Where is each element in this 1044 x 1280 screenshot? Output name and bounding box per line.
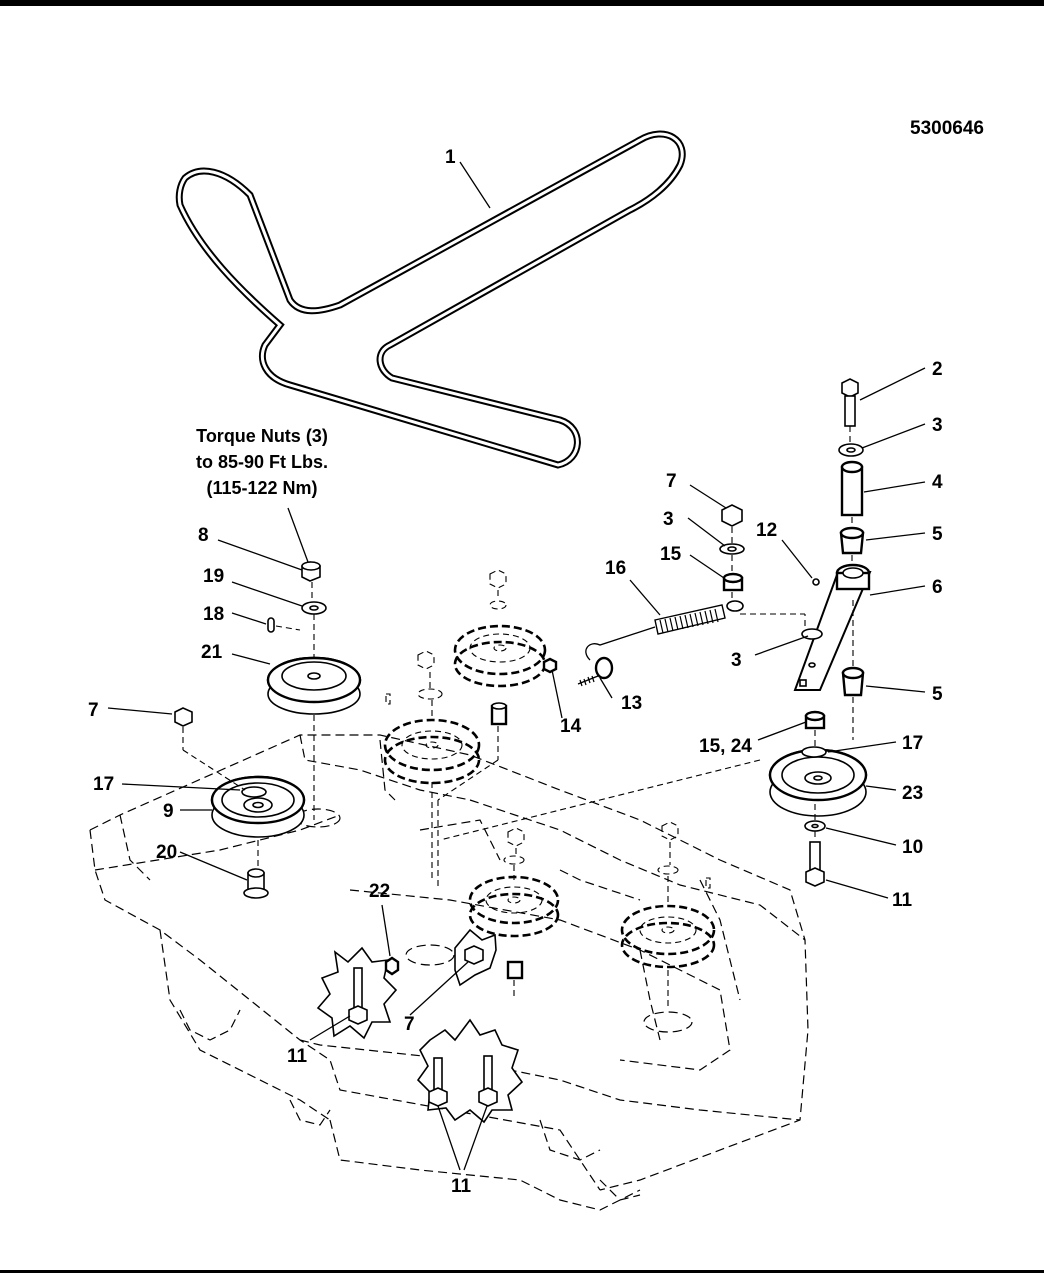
torque-note-line3: (115-122 Nm) — [206, 478, 317, 498]
bottom-border-rule — [0, 1270, 1044, 1273]
callout-16: 16 — [605, 558, 626, 579]
callout-17-right: 17 — [902, 733, 923, 754]
callout-5-lower: 5 — [932, 684, 943, 705]
center-spindles — [383, 569, 716, 1010]
callout-4: 4 — [932, 472, 943, 493]
callout-10: 10 — [902, 837, 923, 858]
left-pulley-stack — [174, 561, 362, 899]
callout-14: 14 — [560, 716, 582, 737]
callout-18: 18 — [203, 604, 224, 625]
callout-7-center: 7 — [404, 1014, 415, 1035]
callout-3: 3 — [932, 415, 943, 436]
right-idler-stack — [439, 378, 872, 887]
callout-3-spacer: 3 — [663, 509, 674, 530]
callout-1: 1 — [445, 147, 456, 168]
callout-19: 19 — [203, 566, 224, 587]
callout-3-arm: 3 — [731, 650, 742, 671]
mower-deck-outline — [89, 734, 809, 1211]
callout-9: 9 — [163, 801, 174, 822]
callout-11-left: 11 — [287, 1046, 308, 1067]
callout-22: 22 — [369, 881, 390, 902]
callout-6: 6 — [932, 577, 943, 598]
callout-7-left: 7 — [88, 700, 99, 721]
spring-assembly — [542, 600, 805, 687]
drawing-number: 5300646 — [910, 118, 984, 139]
callout-5: 5 — [932, 524, 943, 545]
leader-lines — [107, 161, 926, 1171]
callout-11-bottom: 11 — [451, 1176, 472, 1197]
torque-note-line1: Torque Nuts (3) — [196, 426, 328, 446]
callout-15-24: 15, 24 — [699, 736, 752, 757]
callout-20: 20 — [156, 842, 177, 863]
torque-note-line2: to 85-90 Ft Lbs. — [196, 452, 328, 472]
callout-13: 13 — [621, 693, 642, 714]
detail-bursts — [316, 928, 524, 1124]
callout-8: 8 — [198, 525, 209, 546]
callout-17-left: 17 — [93, 774, 114, 795]
callout-11-right: 11 — [892, 890, 913, 911]
callout-21: 21 — [201, 642, 223, 663]
drive-belt — [175, 130, 686, 469]
callout-12: 12 — [756, 520, 777, 541]
callout-7-right: 7 — [666, 471, 677, 492]
top-border-rule — [0, 0, 1044, 6]
callout-15: 15 — [660, 544, 682, 565]
callout-2: 2 — [932, 359, 943, 380]
callout-23: 23 — [902, 783, 923, 804]
